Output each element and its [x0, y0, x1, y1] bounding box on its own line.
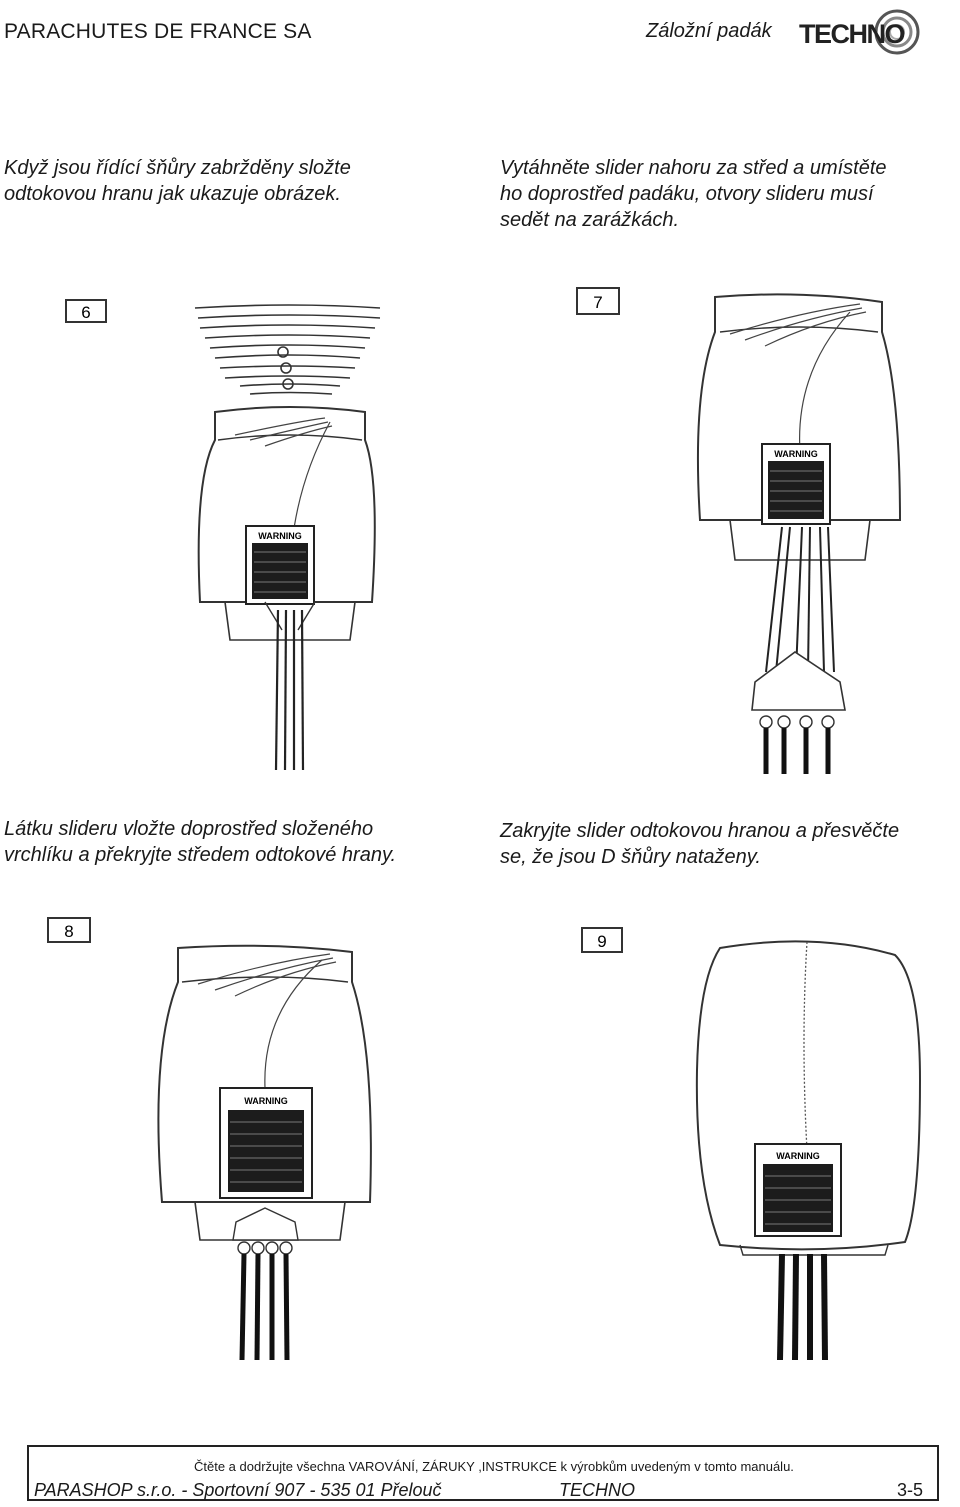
- techno-logo: TECHNO: [799, 9, 920, 55]
- step-9-caption: Zakryjte slider odtokovou hranou a přesv…: [500, 820, 900, 868]
- step-8-illustration: 8 WARNING: [47, 917, 372, 1361]
- step-6-caption: Když jsou řídící šňůry zabržděny složte …: [4, 157, 351, 205]
- step-9-illustration: 9 WARNING: [581, 927, 922, 1256]
- footer-note: Čtěte a dodržujte všechna VAROVÁNÍ, ZÁRU…: [194, 1459, 794, 1474]
- step-7-warning-label: WARNING: [774, 449, 818, 459]
- step-6-number: 6: [81, 303, 90, 322]
- step-8-warning-label: WARNING: [244, 1096, 288, 1106]
- logo-text: TECHNO: [799, 19, 904, 49]
- step-8-number: 8: [64, 922, 73, 941]
- step-7-illustration: 7 WARNING: [576, 287, 902, 774]
- page-number: 3-5: [897, 1480, 924, 1500]
- footer-address: PARASHOP s.r.o. - Sportovní 907 - 535 01…: [34, 1480, 442, 1500]
- footer-product: TECHNO: [559, 1480, 635, 1500]
- step-9-warning-label: WARNING: [776, 1151, 820, 1161]
- step-7-caption: Vytáhněte slider nahoru za střed a umíst…: [500, 157, 887, 231]
- page-footer: Čtěte a dodržujte všechna VAROVÁNÍ, ZÁRU…: [27, 1445, 939, 1501]
- step-8-caption: Látku slideru vložte doprostřed složenéh…: [4, 818, 397, 866]
- step-7-number: 7: [593, 293, 602, 312]
- company-name: PARACHUTES DE FRANCE SA: [4, 20, 312, 43]
- step-6-illustration: 6 WARNING: [65, 299, 381, 771]
- step-9-riser-lines: [777, 1253, 828, 1361]
- step-6-warning-label: WARNING: [258, 531, 302, 541]
- step-9-number: 9: [597, 932, 606, 951]
- product-label: Záložní padák: [646, 20, 772, 42]
